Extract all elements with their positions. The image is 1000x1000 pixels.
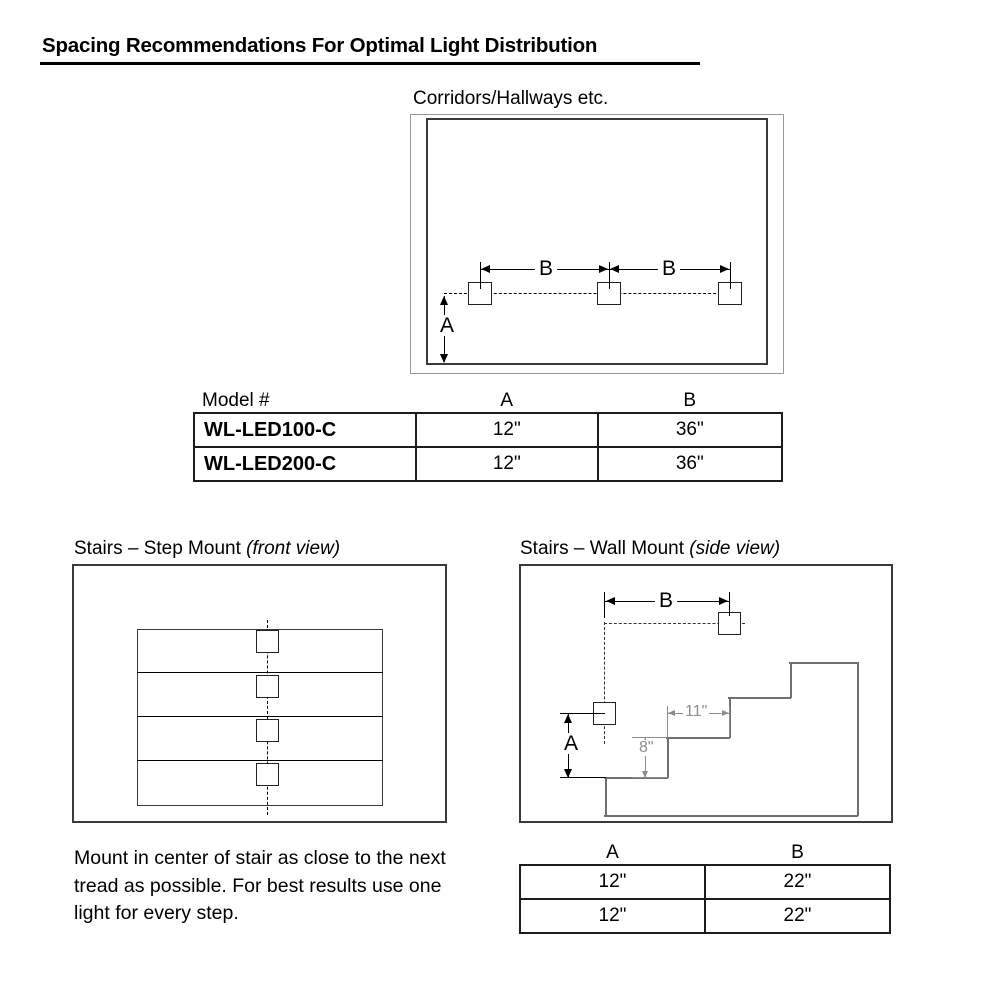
corridor-row-0-a: 12"	[415, 412, 599, 448]
wall-mount-title-italic: (side view)	[689, 538, 781, 559]
corridor-dim-a-arrow-up	[440, 296, 448, 305]
wall-mount-dim-b-arrow-left	[606, 597, 615, 605]
page-title: Spacing Recommendations For Optimal Ligh…	[42, 34, 598, 57]
corridor-row-0-b: 36"	[596, 412, 784, 448]
corridor-row-1-b: 36"	[596, 446, 784, 482]
corridor-row-0-model: WL-LED100-C	[193, 412, 417, 448]
stair-tread-0	[604, 777, 668, 779]
riser-height-label: 8"	[637, 739, 656, 756]
table-row: 12" 22"	[519, 898, 891, 934]
wall-mount-title-main: Stairs – Wall Mount	[520, 538, 690, 559]
wall-mount-title: Stairs – Wall Mount (side view)	[520, 538, 780, 560]
corridor-spec-table: Model # A B WL-LED100-C 12" 36" WL-LED20…	[193, 386, 784, 482]
step-mount-tread-divider-1	[137, 672, 383, 673]
step-mount-title: Stairs – Step Mount (front view)	[74, 538, 340, 560]
table-row: 12" 22"	[519, 864, 891, 900]
corridor-outer-wall	[410, 114, 784, 374]
stair-tread-2	[728, 697, 791, 699]
wall-mount-vertical-reference	[604, 622, 605, 744]
step-mount-title-italic: (front view)	[246, 538, 341, 559]
stair-riser-2	[729, 697, 731, 738]
corridor-row-1-model: WL-LED200-C	[193, 446, 417, 482]
step-mount-centerline	[267, 620, 268, 815]
wall-mount-dim-a-ext-bottom	[560, 777, 606, 778]
corridor-row-1-a: 12"	[415, 446, 599, 482]
wall-mount-row-1-b: 22"	[704, 898, 891, 934]
tread-depth-label: 11"	[683, 703, 710, 720]
wall-mount-frame	[519, 564, 893, 823]
wall-mount-row-0-b: 22"	[704, 864, 891, 900]
corridor-dim-a-label: A	[436, 315, 459, 336]
stair-riser-3	[790, 662, 792, 698]
corridor-table-header-model: Model #	[202, 390, 270, 411]
step-mount-fixture-2	[256, 675, 279, 698]
title-underline	[40, 62, 700, 65]
corridor-dim-b1-arrow-left	[481, 265, 490, 273]
wall-mount-dim-b-arrow-right	[719, 597, 728, 605]
corridor-dim-b1-arrow-right	[599, 265, 608, 273]
step-mount-fixture-4	[256, 763, 279, 786]
stair-top-landing	[789, 662, 858, 664]
tread-dim-ext-left	[667, 706, 668, 738]
tread-dim-arrow-left	[668, 710, 675, 716]
corridor-dim-b1-label: B	[535, 258, 558, 279]
wall-mount-table-header-row: A B	[520, 838, 890, 865]
step-mount-tread-divider-3	[137, 760, 383, 761]
wall-mount-dim-b-ext-right	[729, 592, 730, 616]
step-mount-title-main: Stairs – Step Mount	[74, 538, 247, 559]
wall-mount-dim-a-ext-top	[560, 713, 605, 714]
tread-dim-ext-right	[729, 706, 730, 738]
wall-mount-dim-a-label: A	[560, 733, 583, 754]
table-row: WL-LED200-C 12" 36"	[193, 446, 784, 482]
riser-dim-ext-bottom	[632, 777, 668, 778]
wall-mount-dim-a-arrow-up	[564, 714, 572, 723]
corridor-table-header-b: B	[683, 390, 697, 411]
wall-mount-dim-a-arrow-down	[564, 769, 572, 778]
wall-mount-table-header-a: A	[606, 842, 619, 863]
stair-floor-line	[604, 815, 858, 817]
corridor-ext-line-2	[609, 262, 610, 289]
corridor-centerline	[444, 293, 736, 294]
corridor-table-header-row: Model # A B	[194, 386, 782, 413]
riser-dim-arrow-down	[642, 771, 648, 778]
stair-riser-1	[667, 737, 669, 778]
corridor-ext-line-3	[730, 262, 731, 289]
riser-dim-line	[645, 737, 646, 777]
tread-dim-arrow-right	[722, 710, 729, 716]
step-mount-tread-divider-2	[137, 716, 383, 717]
stair-tread-1	[666, 737, 730, 739]
wall-mount-row-1-a: 12"	[519, 898, 706, 934]
corridor-dim-b2-arrow-right	[720, 265, 729, 273]
corridor-title: Corridors/Hallways etc.	[413, 88, 609, 109]
wall-mount-dim-b-label: B	[655, 590, 678, 611]
table-row: WL-LED100-C 12" 36"	[193, 412, 784, 448]
step-mount-fixture-1	[256, 630, 279, 653]
wall-mount-row-0-a: 12"	[519, 864, 706, 900]
riser-dim-ext-top	[632, 737, 668, 738]
corridor-dim-a-arrow-down	[440, 354, 448, 363]
wall-mount-spec-table: A B 12" 22" 12" 22"	[519, 838, 891, 934]
corridor-inner-wall	[426, 118, 768, 365]
wall-mount-table-header-b: B	[791, 842, 804, 863]
stair-left-edge	[605, 777, 607, 816]
corridor-dim-b2-arrow-left	[610, 265, 619, 273]
corridor-ext-line-1	[480, 262, 481, 289]
corridor-table-header-a: A	[500, 390, 514, 411]
step-mount-note: Mount in center of stair as close to the…	[74, 847, 446, 925]
step-mount-tread-block	[137, 629, 383, 806]
corridor-dim-b2-label: B	[658, 258, 681, 279]
step-mount-fixture-3	[256, 719, 279, 742]
wall-mount-dim-b-ext-left	[604, 592, 605, 618]
stair-right-edge	[857, 662, 859, 816]
wall-mount-horizontal-reference	[604, 623, 745, 624]
